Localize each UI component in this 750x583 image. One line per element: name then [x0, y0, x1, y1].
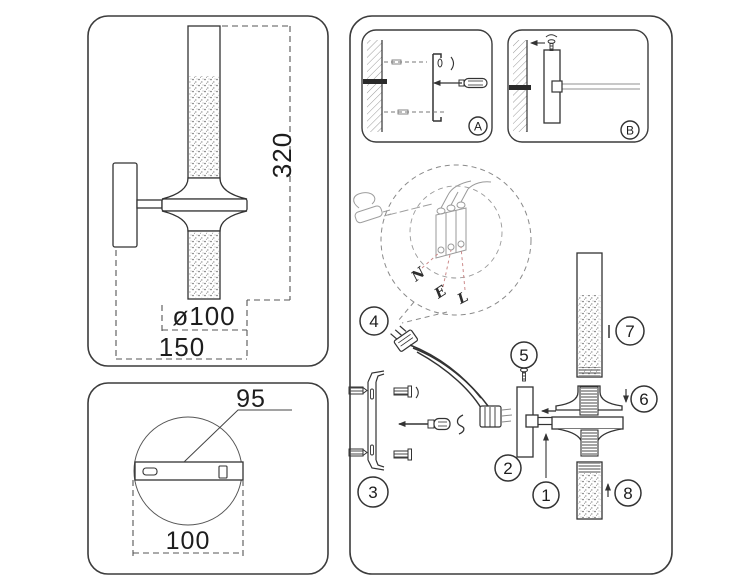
wires [409, 344, 489, 414]
screw-icon [437, 58, 443, 68]
part-3-badge [357, 476, 389, 508]
upper-cone [161, 177, 248, 200]
arm-hub [551, 80, 563, 93]
bracket-profile [432, 53, 442, 122]
leader-95 [183, 409, 292, 463]
inset-b-badge [620, 120, 640, 140]
part-6-label: 6 [639, 390, 648, 409]
body-assembly: 6 [551, 385, 658, 457]
arm-ghost [561, 83, 640, 90]
inset-a: A [361, 29, 493, 143]
backplate-panel: 95 100 [87, 382, 329, 575]
dim-bracket-width-label: 95 [236, 385, 266, 413]
ceiling-connector-ghost [353, 192, 433, 224]
screwdriver-icon [398, 417, 451, 431]
anchor-glyph [397, 109, 409, 115]
screwdriver-icon [433, 77, 488, 89]
part-bracket: 3 [348, 370, 465, 508]
screw-icon [393, 385, 419, 399]
wall-cable [363, 79, 387, 84]
part-4-label: 4 [369, 312, 378, 331]
panel-border [87, 382, 329, 575]
part-1-label: 1 [541, 486, 550, 505]
arm [136, 199, 163, 209]
screw-icon [393, 448, 412, 461]
dimension-lines [115, 25, 291, 360]
top-screw-icon [530, 34, 558, 51]
wire-leaders [421, 246, 466, 291]
part-connector: 4 [359, 306, 513, 428]
lower-cone [161, 210, 248, 232]
dim-diameter-label: ø100 [172, 301, 235, 331]
part-arm: 1 [525, 408, 560, 509]
part-2-label: 2 [503, 459, 512, 478]
part-lower-tube: 8 [576, 461, 642, 520]
dim-plate-diameter-label: 100 [166, 527, 211, 555]
inset-a-badge [468, 116, 488, 136]
inset-a-label: A [474, 120, 482, 134]
alignment-dashes [384, 61, 445, 113]
part-3-label: 3 [368, 483, 377, 502]
dim-height-label: 320 [267, 132, 297, 178]
upper-tube-texture [189, 76, 219, 177]
side-view-panel: 320 ø100 150 [87, 15, 329, 367]
wire-neutral-label: N [408, 264, 430, 286]
wiring-detail-balloon: N E L [353, 164, 532, 324]
inset-b: B [507, 29, 649, 143]
wall-anchor-icon [348, 448, 368, 457]
wall-cable [509, 85, 531, 90]
part-5-label: 5 [519, 346, 528, 365]
wire-earth-label: E [431, 283, 450, 303]
bracket-strip [367, 370, 385, 471]
part-upper-tube: 7 [576, 252, 645, 378]
wall-hatching [367, 40, 382, 132]
wire-terminal [479, 405, 513, 428]
assembly-panel: A B [348, 15, 673, 575]
left-slot [142, 467, 158, 476]
wall-plate [112, 162, 138, 248]
panel-border [87, 15, 329, 367]
right-slot [218, 465, 228, 479]
mounting-bar [134, 461, 244, 481]
part-screw: 5 [510, 341, 538, 382]
panel-border [349, 15, 673, 575]
hook-icon [456, 414, 465, 435]
lamp-side-view [112, 25, 248, 300]
part-4-badge [359, 306, 389, 336]
part-backplate: 2 [494, 386, 534, 482]
body-disc [551, 416, 624, 430]
lower-tube-texture [189, 232, 219, 298]
anchor-glyph [391, 59, 402, 65]
part-6-badge [630, 385, 658, 413]
wall-anchor-icon [348, 386, 368, 395]
wire-live-label: L [454, 289, 471, 308]
part-8-label: 8 [623, 484, 632, 503]
dim-depth-label: 150 [159, 332, 205, 362]
turn-arrow-icon [450, 56, 455, 71]
part-8-badge [614, 479, 642, 507]
dim-lines-100 [132, 480, 244, 558]
terminal-block [435, 180, 492, 259]
part-7-label: 7 [625, 322, 634, 341]
body-disc [161, 198, 248, 212]
part-7-badge [615, 316, 645, 346]
inset-b-label: B [626, 124, 634, 138]
